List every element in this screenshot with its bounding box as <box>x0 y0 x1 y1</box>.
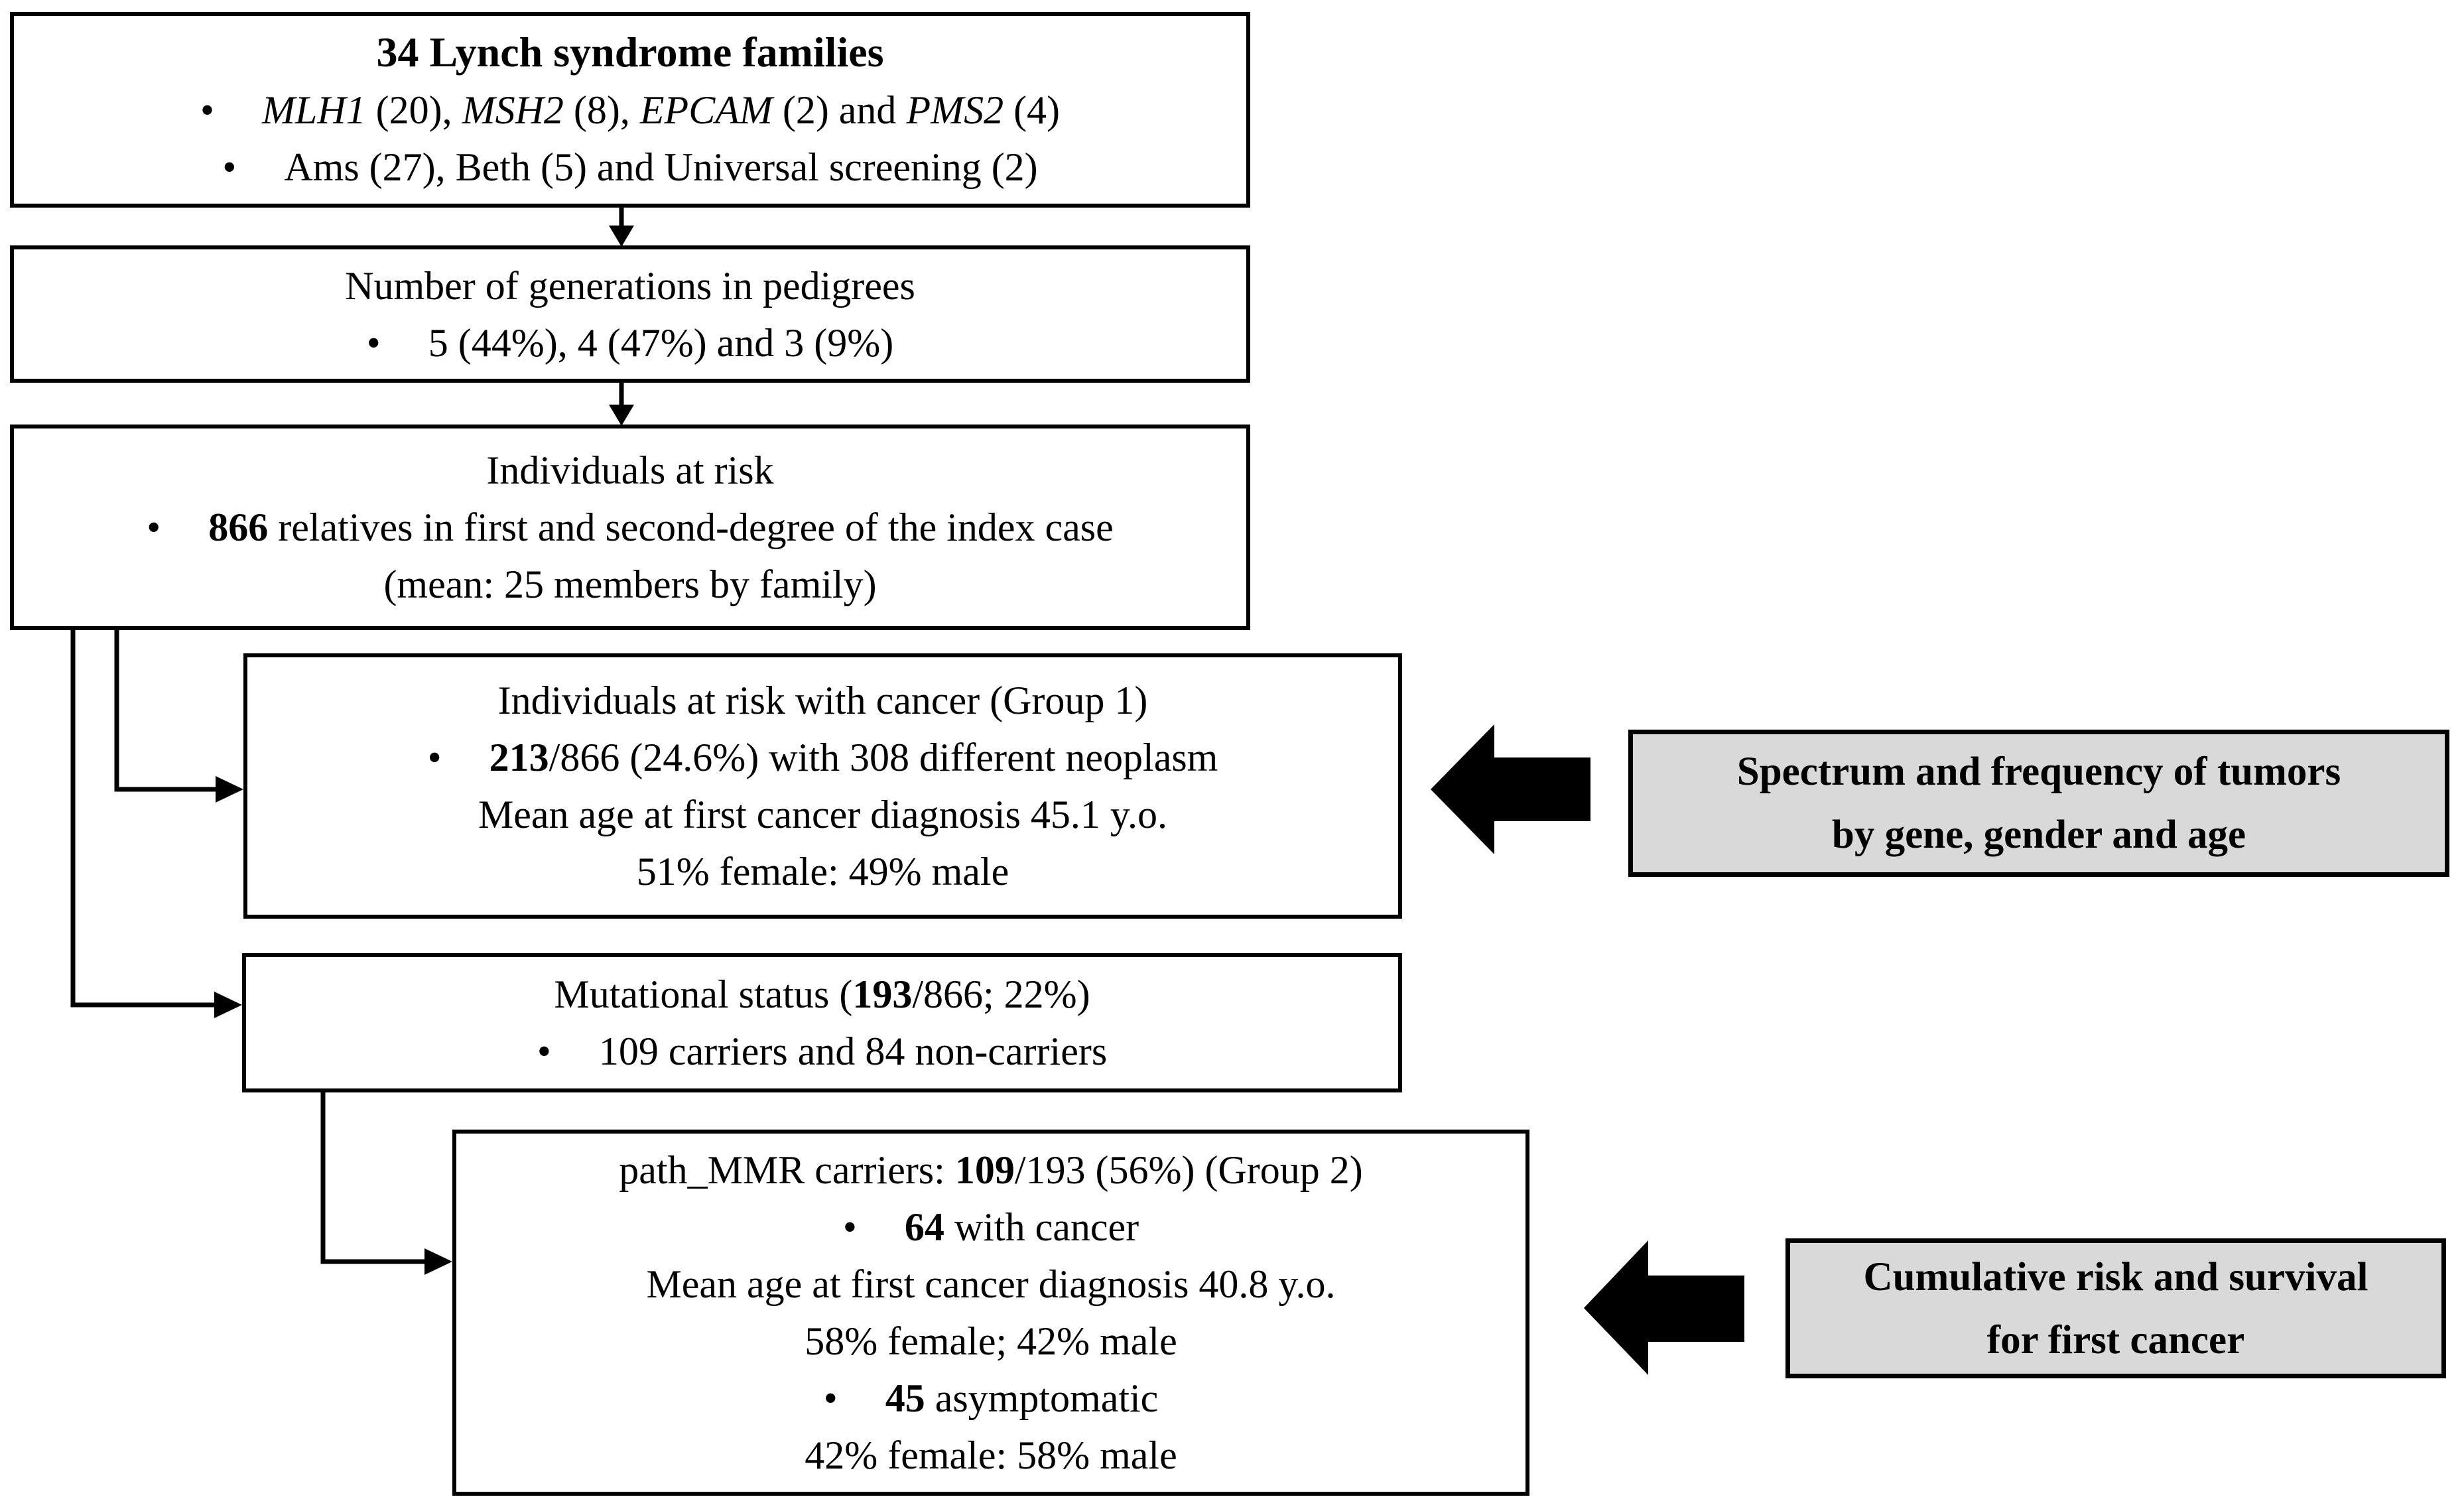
text-segment: Individuals at risk <box>486 448 774 492</box>
text-segment: (mean: 25 members by family) <box>383 562 877 606</box>
side-label-text: Spectrum and frequency of tumors <box>1736 750 2341 794</box>
text-segment: 51% female: 49% male <box>636 850 1009 893</box>
text-segment: Mean age at first cancer diagnosis 45.1 … <box>478 793 1168 836</box>
text-segment: 64 <box>904 1205 944 1249</box>
text-line: Mean age at first cancer diagnosis 45.1 … <box>478 786 1167 843</box>
arrow-right-icon <box>424 1248 452 1275</box>
box-mutational-status: Mutational status (193/866; 22%)•109 car… <box>242 953 1402 1092</box>
text-line: • 64 with cancer <box>843 1199 1139 1256</box>
text-segment: 866 <box>208 505 269 549</box>
text-segment: Number of generations in pedigrees <box>345 263 915 308</box>
text-line: • Ams (27), Beth (5) and Universal screen… <box>222 139 1037 196</box>
text-line: • 866 relatives in first and second-degre… <box>147 499 1114 556</box>
text-line: Mean age at first cancer diagnosis 40.8 … <box>646 1256 1335 1313</box>
arrow-right-icon <box>214 992 242 1018</box>
arrow-down-icon <box>609 226 634 247</box>
text-segment: 34 Lynch syndrome families <box>376 29 884 76</box>
side-label-cumulative-risk: Cumulative risk and survival for first c… <box>1785 1238 2446 1378</box>
text-segment: MLH1 <box>261 88 366 132</box>
box-lynch-families: 34 Lynch syndrome families • MLH1 (20), MS… <box>10 12 1250 208</box>
text-segment: 213 <box>489 736 549 779</box>
bullet-icon: • <box>222 145 237 189</box>
block-arrow-left-icon <box>1431 724 1590 854</box>
side-label-text: by gene, gender and age <box>1831 813 2246 857</box>
text-segment: 5 (44%), 4 (47%) and 3 (9%) <box>428 320 894 365</box>
text-segment: Mutational status ( <box>554 972 853 1016</box>
box-generations: Number of generations in pedigrees • 5 (44… <box>10 245 1250 383</box>
connector-line-atrisk-to-mutational <box>70 629 217 1008</box>
text-segment: /193 (56%) (Group 2) <box>1014 1148 1363 1192</box>
text-segment: 45 <box>885 1376 925 1420</box>
text-segment: EPCAM <box>639 88 773 132</box>
text-segment: (4) <box>1004 88 1061 132</box>
side-label-text: for first cancer <box>1986 1317 2245 1362</box>
text-line: • 109 carriers and 84 non-carriers <box>537 1023 1107 1080</box>
text-line: 34 Lynch syndrome families <box>376 24 883 82</box>
block-arrow-left-icon <box>1584 1240 1744 1375</box>
text-segment: 109 carriers and 84 non-carriers <box>598 1029 1108 1073</box>
arrow-right-icon <box>216 776 243 803</box>
text-line: path_MMR carriers: 109/193 (56%) (Group … <box>619 1142 1362 1199</box>
connector-line-atrisk-to-group1 <box>114 629 218 792</box>
text-line: • 45 asymptomatic <box>824 1370 1159 1427</box>
text-segment: PMS2 <box>906 88 1004 132</box>
text-segment: MSH2 <box>462 88 564 132</box>
box-individuals-at-risk: Individuals at risk • 866 relatives in fir… <box>10 425 1250 630</box>
text-line: • 5 (44%), 4 (47%) and 3 (9%) <box>367 314 893 371</box>
text-segment: Individuals at risk with cancer (Group 1… <box>497 679 1148 722</box>
bullet-icon: • <box>366 320 381 365</box>
bullet-icon: • <box>200 88 214 132</box>
text-segment: asymptomatic <box>925 1376 1159 1420</box>
text-segment: Mean age at first cancer diagnosis 40.8 … <box>646 1262 1336 1306</box>
text-segment: (20), <box>365 88 462 132</box>
text-segment: path_MMR carriers: <box>619 1148 955 1192</box>
text-line: (mean: 25 members by family) <box>383 556 876 613</box>
box-group1-cancer: Individuals at risk with cancer (Group 1… <box>243 653 1402 919</box>
text-line: Individuals at risk with cancer (Group 1… <box>498 672 1148 729</box>
connector-line-mutational-to-group2 <box>320 1091 427 1264</box>
text-segment: 193 <box>852 972 913 1016</box>
text-segment: /866 (24.6%) with 308 different neoplasm <box>549 736 1218 779</box>
text-segment: Ams (27), Beth (5) and Universal screeni… <box>284 145 1038 189</box>
side-label-tumor-spectrum: Spectrum and frequency of tumors by gene… <box>1628 730 2449 877</box>
text-line: • 213/866 (24.6%) with 308 different neop… <box>428 729 1218 786</box>
text-line: Number of generations in pedigrees <box>345 257 915 314</box>
text-segment: 42% female: 58% male <box>805 1433 1177 1477</box>
text-segment: (8), <box>563 88 640 132</box>
box-group2-carriers: path_MMR carriers: 109/193 (56%) (Group … <box>452 1130 1529 1496</box>
text-line: Mutational status (193/866; 22%) <box>554 966 1090 1023</box>
text-line: 42% female: 58% male <box>805 1427 1177 1484</box>
text-line: 51% female: 49% male <box>637 843 1009 900</box>
bullet-icon: • <box>842 1205 857 1249</box>
text-segment: with cancer <box>944 1205 1139 1249</box>
text-segment: 109 <box>954 1148 1015 1192</box>
text-line: Individuals at risk <box>486 442 773 499</box>
text-segment: 58% female; 42% male <box>805 1319 1177 1363</box>
side-label-text: Cumulative risk and survival <box>1863 1254 2368 1299</box>
bullet-icon: • <box>147 505 161 549</box>
text-line: • MLH1 (20), MSH2 (8), EPCAM (2) and PMS2… <box>200 82 1060 139</box>
text-segment: /866; 22%) <box>912 972 1090 1016</box>
bullet-icon: • <box>823 1376 838 1420</box>
bullet-icon: • <box>427 736 442 779</box>
arrow-down-icon <box>609 405 634 426</box>
text-segment: relatives in first and second-degree of … <box>268 505 1114 549</box>
text-line: 58% female; 42% male <box>805 1313 1177 1370</box>
text-segment: (2) and <box>772 88 907 132</box>
bullet-icon: • <box>537 1029 551 1073</box>
